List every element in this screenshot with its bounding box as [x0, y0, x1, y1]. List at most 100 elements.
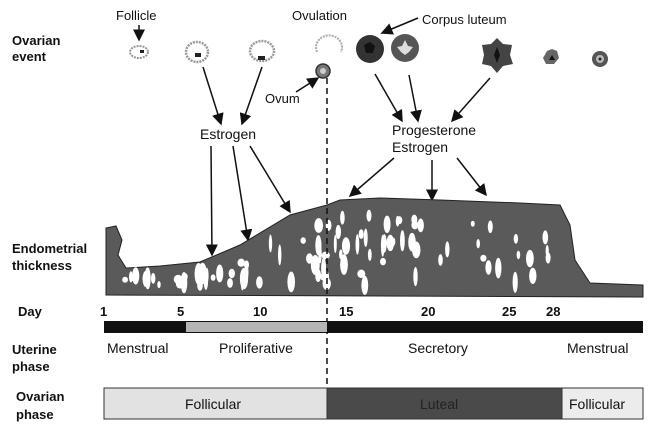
gland-blob	[380, 234, 385, 257]
gland-blob	[386, 234, 395, 252]
follicle-label: Follicle	[116, 8, 156, 23]
day-tick: 28	[546, 304, 560, 319]
estrogen-label: Estrogen	[200, 126, 256, 142]
gland-blob	[411, 220, 419, 230]
ovum-label: Ovum	[265, 91, 300, 106]
ovarian-phase-luteal	[326, 387, 563, 420]
gland-blob	[361, 275, 369, 295]
uterine-phase-menstrual-2: Menstrual	[567, 340, 628, 356]
gland-blob	[529, 267, 537, 284]
gland-blob	[366, 209, 372, 222]
gland-blob	[355, 234, 360, 255]
gland-blob	[485, 260, 492, 275]
gland-blob	[300, 237, 306, 244]
gland-blob	[513, 233, 519, 244]
endometrium-tissue	[105, 197, 644, 298]
gland-blob	[216, 264, 224, 283]
corpus-luteum-label: Corpus luteum	[422, 12, 507, 27]
gland-blob	[314, 218, 324, 233]
ovulation-label: Ovulation	[292, 8, 347, 23]
gland-blob	[144, 267, 150, 290]
gland-blob	[256, 276, 263, 289]
gland-blob	[516, 250, 521, 260]
gland-blob	[487, 220, 493, 234]
gland-blob	[151, 272, 156, 284]
ovarian-phase-follicular-2	[561, 387, 644, 420]
gland-blob	[438, 254, 443, 266]
gland-blob	[400, 230, 405, 252]
uterine-phase-secretory: Secretory	[408, 340, 468, 356]
gland-blob	[480, 254, 487, 262]
gland-blob	[391, 237, 396, 246]
gland-blob	[383, 215, 391, 233]
gland-blob	[321, 251, 330, 260]
gland-blob	[413, 267, 418, 287]
corpus-luteum-arrow	[380, 17, 419, 35]
gland-blob	[129, 271, 133, 283]
uterine-phase-bar	[104, 321, 643, 333]
gland-blob	[278, 244, 282, 266]
gland-blob	[210, 274, 216, 281]
gland-blob	[320, 273, 326, 281]
gland-blob	[512, 271, 518, 293]
gland-blob	[417, 218, 424, 233]
corpus-luteum-icon	[356, 34, 608, 73]
gland-blob	[203, 272, 209, 290]
estrogen-secretory-label: Estrogen	[392, 139, 448, 155]
day-tick: 10	[253, 304, 267, 319]
gland-blob	[180, 272, 188, 294]
gland-blob	[335, 224, 341, 240]
ovarian-phase-follicular-label: Follicular	[185, 396, 241, 412]
gland-blob	[526, 249, 534, 268]
follicle-stages-icon	[129, 34, 343, 64]
gland-blob	[470, 220, 475, 227]
day-tick: 20	[421, 304, 435, 319]
gland-blob	[340, 254, 348, 275]
day-tick: 5	[177, 304, 184, 319]
gland-blob	[380, 257, 386, 266]
gland-blob	[542, 230, 549, 245]
ovarian-phase-follicular	[103, 387, 328, 420]
ovum-icon	[315, 63, 331, 79]
gland-blob	[122, 276, 128, 283]
gland-blob	[367, 248, 372, 261]
gland-blob	[476, 239, 481, 249]
gland-blob	[244, 263, 249, 281]
row-label-day: Day	[18, 304, 43, 319]
uterine-phase-proliferative: Proliferative	[219, 340, 293, 356]
progesterone-label: Progesterone	[392, 122, 476, 138]
gland-blob	[363, 228, 368, 247]
day-tick: 25	[502, 304, 516, 319]
ovum-arrow	[295, 77, 320, 93]
gland-blob	[545, 252, 551, 264]
ovarian-phase-follicular-2-label: Follicular	[569, 396, 625, 412]
day-tick: 1	[100, 304, 107, 319]
gland-blob	[240, 278, 244, 291]
gland-blob	[395, 215, 400, 227]
gland-blob	[228, 268, 235, 279]
gland-blob	[237, 258, 245, 267]
day-axis: 1 5 10 15 20 25 28	[100, 304, 560, 319]
gland-blob	[310, 255, 320, 275]
gland-blob	[315, 235, 322, 256]
gland-blob	[157, 281, 161, 289]
gland-blob	[357, 269, 366, 278]
uterine-phase-menstrual: Menstrual	[107, 340, 168, 356]
ovarian-phase-luteal-label: Luteal	[420, 396, 458, 412]
gland-blob	[495, 257, 502, 279]
gland-blob	[445, 241, 450, 258]
gland-blob	[333, 234, 337, 253]
gland-blob	[194, 263, 203, 285]
proliferative-segment	[186, 322, 327, 332]
endometrium-glands	[122, 209, 551, 295]
hormone-arrows	[202, 66, 491, 257]
gland-blob	[227, 278, 233, 288]
gland-blob	[358, 229, 364, 240]
day-tick: 15	[339, 304, 353, 319]
